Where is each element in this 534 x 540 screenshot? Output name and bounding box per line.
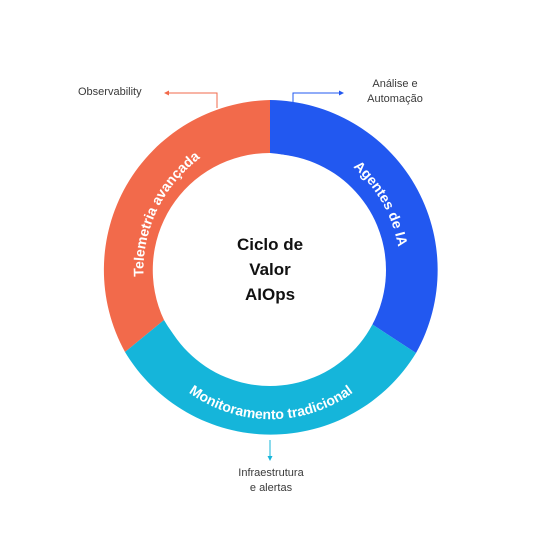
center-disc xyxy=(154,154,386,386)
segment-telemetria xyxy=(103,100,270,352)
connector-infra xyxy=(267,440,273,461)
arrow-left-icon xyxy=(164,90,169,96)
label-analise-automacao: Análise e Automação xyxy=(367,78,423,105)
segment-monitoramento xyxy=(125,320,416,435)
arrow-right-icon xyxy=(339,90,344,96)
connector-analise xyxy=(292,90,344,102)
cycle-title: Ciclo de Valor AIOps xyxy=(236,235,304,304)
arrow-down-icon xyxy=(267,456,273,461)
connector-observability xyxy=(164,90,218,108)
label-infraestrutura-alertas: Infraestrutura e alertas xyxy=(238,467,304,494)
label-observability: Observability xyxy=(78,86,142,98)
